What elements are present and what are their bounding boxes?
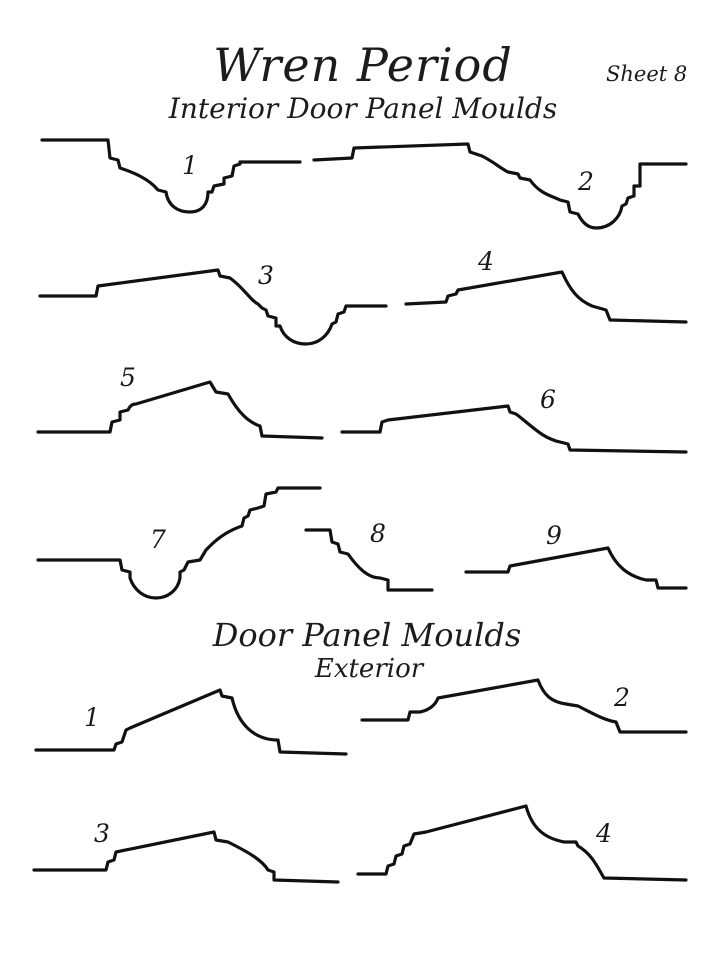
interior-mould-label-9: 9: [546, 521, 562, 550]
exterior-mould-label-1: 1: [84, 703, 100, 732]
interior-mould-label-1: 1: [182, 151, 198, 180]
interior-mould-label-4: 4: [477, 247, 494, 276]
exterior-mould-label-3: 3: [94, 819, 110, 848]
interior-mould-profile-2: [312, 142, 688, 230]
interior-mould-profile-1: [40, 138, 302, 214]
exterior-mould-profile-3: [32, 830, 340, 884]
interior-mould-profile-4: [404, 270, 688, 324]
exterior-mould-profile-2: [360, 678, 688, 734]
interior-mould-profile-8: [304, 528, 434, 592]
interior-mould-profile-5: [36, 380, 324, 440]
interior-mould-label-5: 5: [120, 363, 136, 392]
exterior-mould-profile-1: [34, 688, 348, 756]
interior-mould-profile-6: [340, 404, 688, 454]
interior-mould-label-7: 7: [150, 525, 166, 554]
page-subtitle: Interior Door Panel Moulds: [168, 92, 558, 125]
interior-mould-label-6: 6: [540, 385, 556, 414]
interior-mould-profile-3: [38, 268, 388, 346]
interior-mould-label-8: 8: [370, 519, 386, 548]
exterior-mould-label-2: 2: [613, 683, 630, 712]
exterior-mould-label-4: 4: [595, 819, 612, 848]
interior-mould-label-3: 3: [258, 261, 274, 290]
exterior-section-subtitle: Exterior: [314, 654, 424, 684]
page-title: Wren Period: [213, 38, 513, 92]
sheet-number: Sheet 8: [606, 62, 688, 86]
interior-mould-profile-7: [36, 486, 322, 600]
exterior-mould-profile-4: [356, 804, 688, 882]
interior-mould-label-2: 2: [577, 167, 594, 196]
interior-mould-profile-9: [464, 546, 688, 590]
exterior-section-title: Door Panel Moulds: [212, 616, 522, 654]
